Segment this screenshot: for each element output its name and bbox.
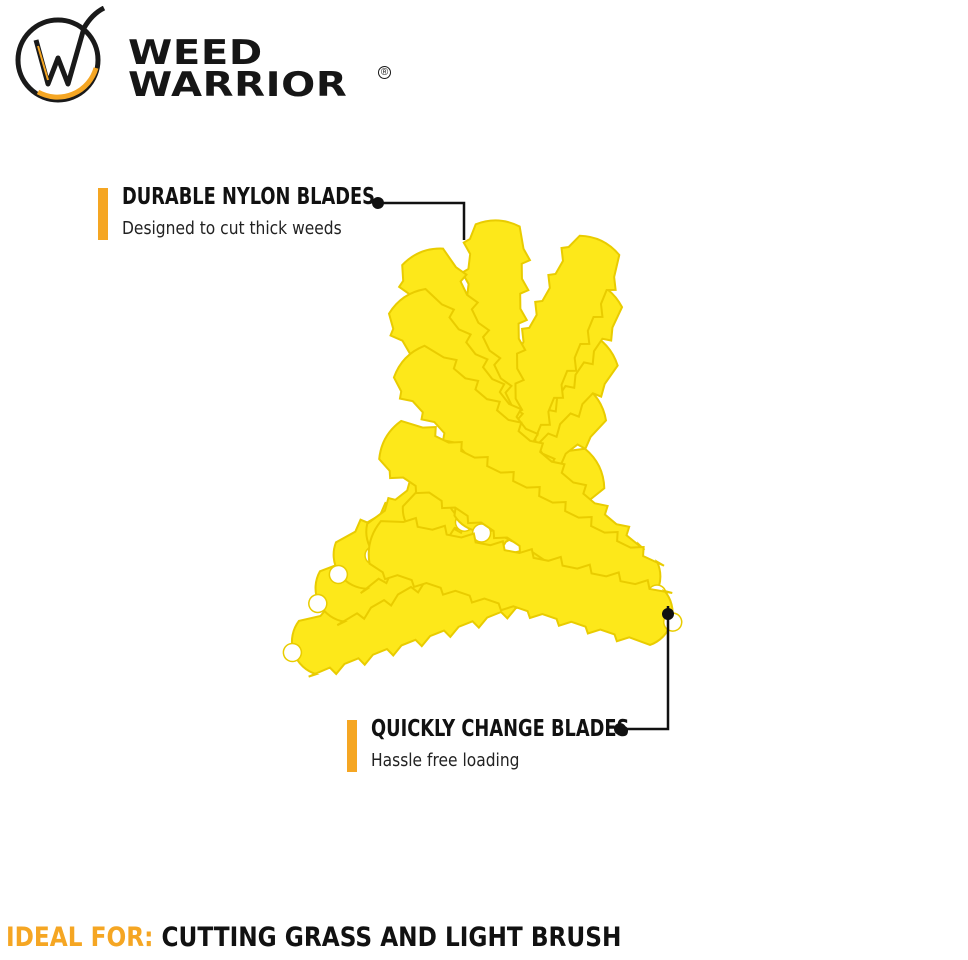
ideal-for-label: IDEAL FOR: [6, 922, 154, 953]
ideal-for-value: CUTTING GRASS AND LIGHT BRUSH [161, 922, 622, 953]
callout-accent-bar [347, 720, 357, 772]
ideal-for-line: IDEAL FOR: CUTTING GRASS AND LIGHT BRUSH [6, 922, 621, 953]
weed-warrior-logo-icon [15, 6, 106, 103]
brand-wordmark: WEED WARRIOR ® [128, 36, 391, 102]
blade-mount-hole [308, 593, 328, 614]
blade-mount-hole [328, 564, 349, 585]
brand-name-line2: WARRIOR [128, 65, 348, 105]
registered-mark: ® [378, 66, 391, 79]
callout-title: DURABLE NYLON BLADES [122, 184, 376, 210]
leader-dot-bottom [614, 723, 626, 735]
leader-target-dot [662, 608, 674, 620]
leader-line-top [378, 201, 466, 240]
callout-subtitle: Hassle free loading [371, 750, 520, 771]
callout-accent-bar [98, 188, 108, 240]
callout-subtitle: Designed to cut thick weeds [122, 218, 342, 239]
brand-name-line1: WEED [128, 33, 263, 73]
leader-line-bottom [620, 606, 670, 731]
leader-dot-top [372, 197, 384, 209]
blade-mount-hole [282, 642, 303, 663]
callout-title: QUICKLY CHANGE BLADES [371, 716, 630, 742]
